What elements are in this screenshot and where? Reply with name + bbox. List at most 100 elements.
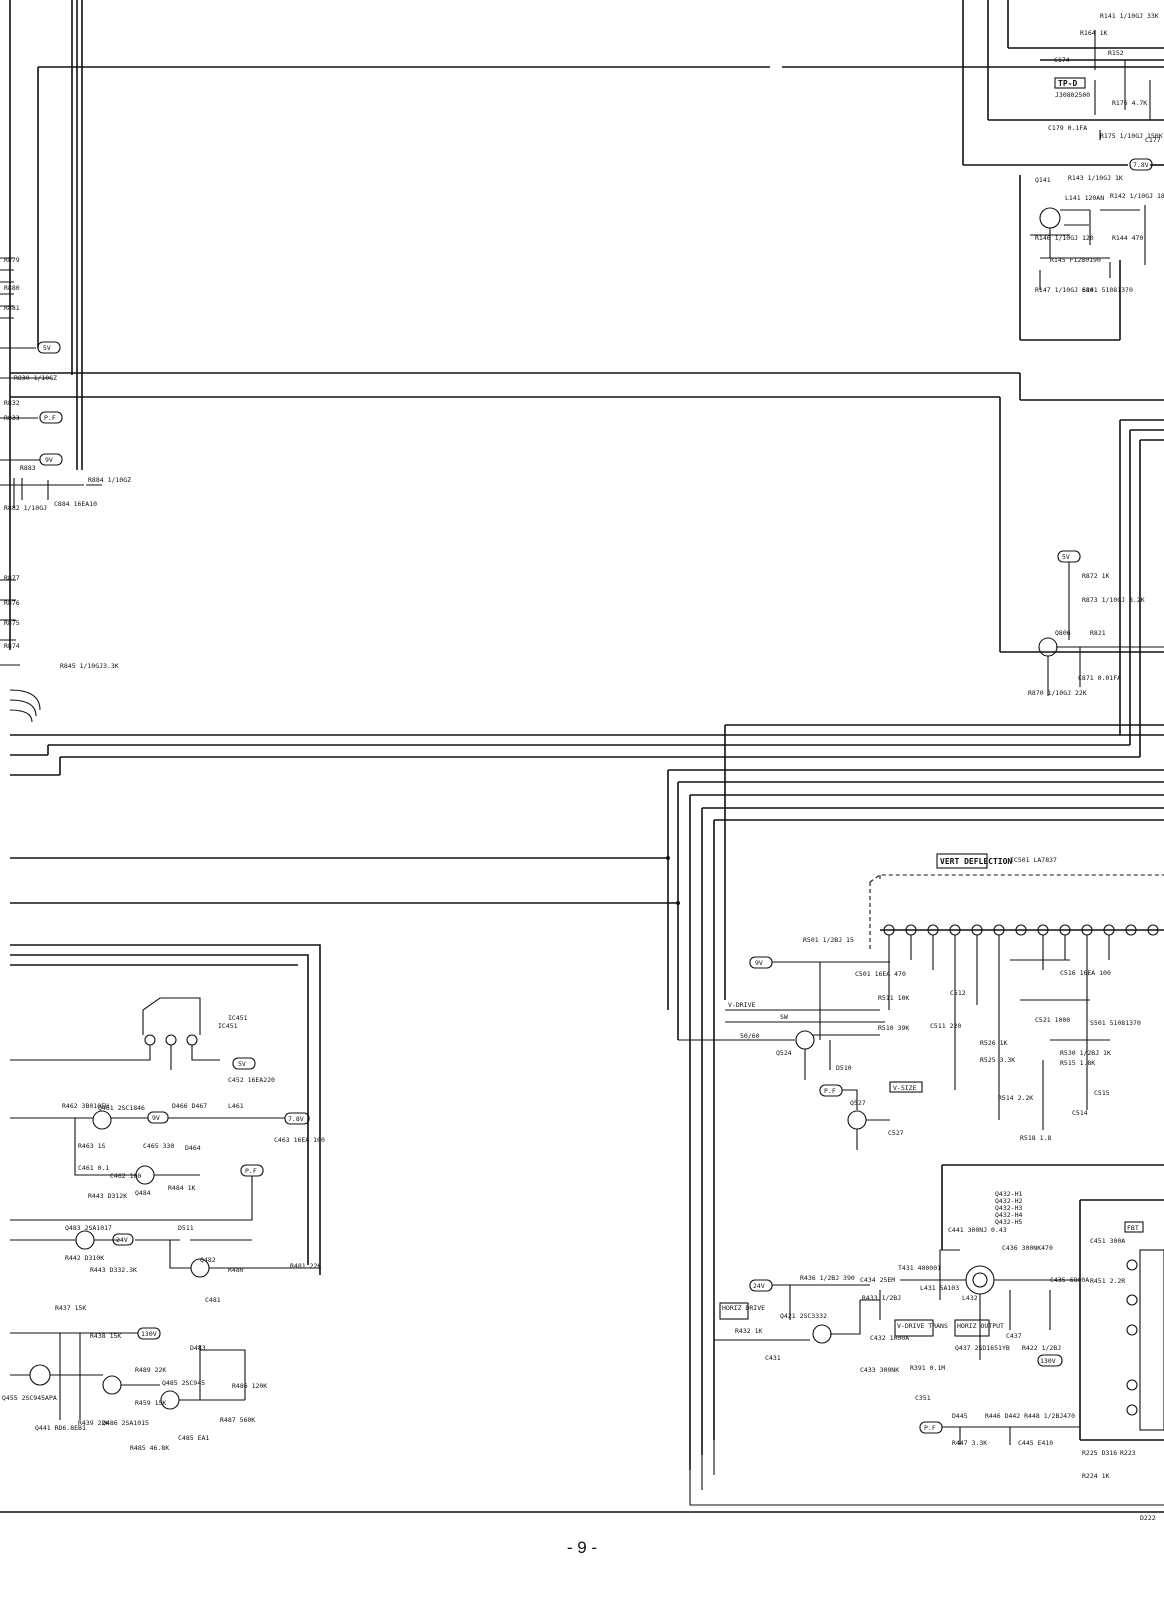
svg-text:R486 120K: R486 120K [232,1382,267,1390]
svg-text:C512: C512 [950,989,966,997]
svg-text:C516 16EA 100: C516 16EA 100 [1060,969,1111,977]
svg-text:R489 22K: R489 22K [135,1366,166,1374]
svg-text:R164 1K: R164 1K [1080,29,1107,37]
svg-text:50/60: 50/60 [740,1032,760,1040]
svg-text:R143 1/10GJ 1K: R143 1/10GJ 1K [1068,174,1123,182]
svg-text:C485 EA1: C485 EA1 [178,1434,209,1442]
svg-text:C461 0.1: C461 0.1 [78,1164,109,1172]
svg-text:R145 F1280190: R145 F1280190 [1050,256,1101,264]
svg-text:R436 1/2BJ 390: R436 1/2BJ 390 [800,1274,855,1282]
svg-text:R481 22K: R481 22K [290,1262,321,1270]
svg-text:Q485 2SC945: Q485 2SC945 [162,1379,205,1387]
svg-text:R511 10K: R511 10K [878,994,909,1002]
svg-text:Q432-H1: Q432-H1 [995,1190,1022,1198]
svg-text:R462 3B010FH: R462 3B010FH [62,1102,109,1110]
svg-text:R518 1.8: R518 1.8 [1020,1134,1051,1142]
svg-text:C871 0.01FA: C871 0.01FA [1078,674,1121,682]
svg-text:R141 1/10GJ 33K: R141 1/10GJ 33K [1100,12,1159,20]
svg-text:D466 D467: D466 D467 [172,1102,207,1110]
svg-text:5V: 5V [1062,553,1070,561]
svg-text:9V: 9V [755,959,763,967]
svg-text:P.F: P.F [924,1424,936,1432]
svg-text:R451 2.2R: R451 2.2R [1090,1277,1125,1285]
rail-tag-5v-left: 5V [37,341,61,354]
svg-text:Q432-H2: Q432-H2 [995,1197,1022,1205]
svg-text:24V: 24V [116,1236,128,1244]
svg-text:D511: D511 [178,1224,194,1232]
svg-text:5V: 5V [43,344,51,352]
svg-text:C462 100: C462 100 [110,1172,141,1180]
svg-text:R443 D332.3K: R443 D332.3K [90,1266,137,1274]
svg-text:C527: C527 [888,1129,904,1137]
svg-text:R439 22K: R439 22K [78,1419,109,1427]
svg-text:R438 15K: R438 15K [90,1332,121,1340]
svg-text:R142 1/10GJ 180: R142 1/10GJ 180 [1110,192,1164,200]
left-edge-components: R879 R880 R881 R830 1/10GZ R832 R833 R88… [0,256,131,723]
svg-text:R845 1/10GJ3.3K: R845 1/10GJ3.3K [60,662,119,670]
svg-text:R225 D316: R225 D316 [1082,1449,1117,1457]
svg-text:9V: 9V [152,1114,160,1122]
svg-text:V-SIZE: V-SIZE [893,1084,917,1092]
svg-text:C435 6800A: C435 6800A [1050,1276,1089,1284]
svg-text:R875: R875 [4,619,20,627]
svg-text:R882 1/10GJ: R882 1/10GJ [4,504,47,512]
svg-text:C463 16EA 100: C463 16EA 100 [274,1136,325,1144]
svg-text:Q484: Q484 [135,1189,151,1197]
svg-text:R881: R881 [4,304,20,312]
svg-text:R515 1.8K: R515 1.8K [1060,1059,1095,1067]
svg-text:L141 120AN: L141 120AN [1065,194,1104,202]
svg-text:Q441 RD6.8EB1: Q441 RD6.8EB1 [35,1424,86,1432]
svg-text:C432 1000A: C432 1000A [870,1334,909,1342]
svg-text:TP-D: TP-D [1058,79,1077,88]
svg-text:C174: C174 [1054,56,1070,64]
svg-text:R872 1K: R872 1K [1082,572,1109,580]
vertical-deflection-block: VERT DEFLECTION IC501 LA7837 9V V-DRIVE … [678,853,1164,1150]
svg-text:C436 300NK470: C436 300NK470 [1002,1244,1053,1252]
q806-circuit: 5V R872 1K R873 1/10GJ 8.2K Q806 R821 C8… [1028,550,1164,697]
svg-text:C501 16EA 470: C501 16EA 470 [855,970,906,978]
svg-text:R873 1/10GJ 8.2K: R873 1/10GJ 8.2K [1082,596,1145,604]
svg-text:SW: SW [780,1013,788,1021]
page-number: - 9 - [566,1538,598,1557]
svg-text:R879: R879 [4,256,20,264]
horizontal-signal-buses [10,372,1164,1470]
svg-text:C431: C431 [765,1354,781,1362]
svg-text:IC501 LA7837: IC501 LA7837 [1010,856,1057,864]
svg-text:R526 1K: R526 1K [980,1039,1007,1047]
svg-text:VERT DEFLECTION: VERT DEFLECTION [940,857,1012,866]
rail-tag-9v-left: 9V [39,453,63,466]
svg-text:R833: R833 [4,414,20,422]
svg-text:5V: 5V [238,1060,246,1068]
top-right-tuner-circuit: TP-D J30802500 7.8V R141 1/10GJ 33K R164… [962,0,1164,341]
svg-text:R446 D442 R448 1/2BJ470: R446 D442 R448 1/2BJ470 [985,1412,1075,1420]
svg-text:C884 16EA10: C884 16EA10 [54,500,97,508]
svg-text:Q483 2SA1017: Q483 2SA1017 [65,1224,112,1232]
svg-text:Q524: Q524 [776,1049,792,1057]
svg-text:R432 1K: R432 1K [735,1327,762,1335]
svg-text:J30802500: J30802500 [1055,91,1090,99]
svg-text:C452 16EA220: C452 16EA220 [228,1076,275,1084]
svg-text:R510 39K: R510 39K [878,1024,909,1032]
svg-text:R880: R880 [4,284,20,292]
svg-text:L432: L432 [962,1294,978,1302]
svg-text:R883: R883 [20,464,36,472]
svg-text:C465 330: C465 330 [143,1142,174,1150]
svg-text:L431 5A103: L431 5A103 [920,1284,959,1292]
svg-text:Q432-H3: Q432-H3 [995,1204,1022,1212]
svg-text:R176 4.7K: R176 4.7K [1112,99,1147,107]
svg-text:C441 300NJ 0.43: C441 300NJ 0.43 [948,1226,1007,1234]
svg-text:Q482: Q482 [200,1256,216,1264]
svg-text:R147 1/10GJ 680: R147 1/10GJ 680 [1035,286,1094,294]
svg-text:C437: C437 [1006,1332,1022,1340]
svg-text:R884 1/10GZ: R884 1/10GZ [88,476,131,484]
svg-text:R152: R152 [1108,49,1124,57]
svg-text:C433 300NK: C433 300NK [860,1366,899,1374]
svg-text:P.F: P.F [824,1087,836,1095]
svg-text:R530 1/2BJ 1K: R530 1/2BJ 1K [1060,1049,1111,1057]
svg-text:S141 51081370: S141 51081370 [1082,286,1133,294]
svg-text:7.8V: 7.8V [288,1115,304,1123]
svg-text:C177: C177 [1145,136,1161,144]
svg-text:P.F: P.F [44,414,56,422]
svg-text:C511 220: C511 220 [930,1022,961,1030]
